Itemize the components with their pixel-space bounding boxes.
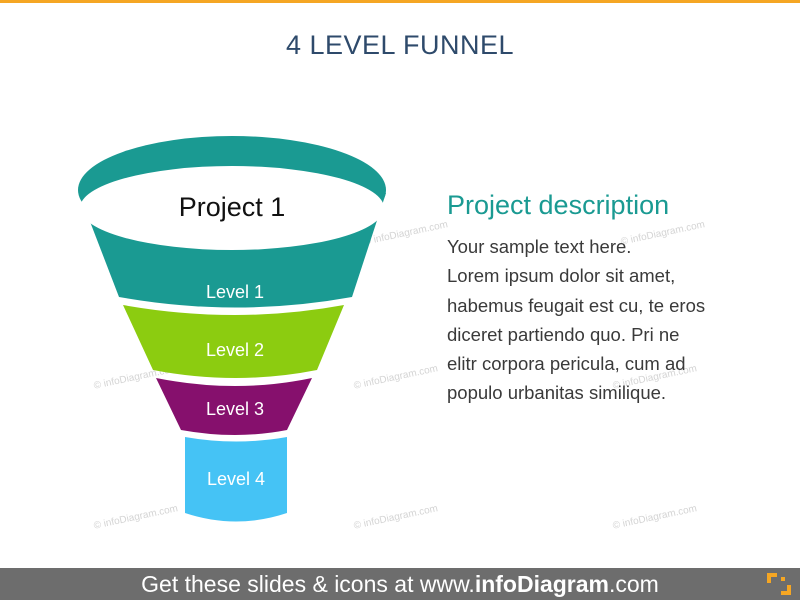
description-line: Your sample text here. (447, 236, 632, 257)
funnel-level-2 (123, 305, 344, 378)
footer-brand: infoDiagram (474, 571, 609, 597)
brand-logo-icon (767, 573, 791, 595)
funnel-top-label: Project 1 (179, 192, 286, 222)
description-line: diceret partiendo quo. Pri ne (447, 323, 680, 345)
funnel-level-2-label: Level 2 (206, 340, 264, 360)
funnel-level-3-label: Level 3 (206, 399, 264, 419)
funnel-level-4-label: Level 4 (207, 469, 265, 489)
funnel-level-1-label: Level 1 (206, 282, 264, 302)
description-line: populo urbanitas similique. (447, 382, 667, 404)
description-line: Lorem ipsum dolor sit amet, (447, 265, 676, 287)
funnel-level-3 (156, 378, 312, 435)
description-heading: Project description (447, 190, 670, 220)
footer-suffix: .com (609, 571, 659, 597)
description-line: habemus feugait est cu, te eros (447, 294, 706, 316)
funnel-diagram: Project 1 Level 1 Level 2 Level 3 Level … (78, 136, 386, 522)
funnel-level-4 (185, 437, 287, 522)
slide-title: 4 LEVEL FUNNEL (285, 30, 515, 60)
top-accent-rule (0, 0, 800, 3)
footer-text: Get these slides & icons at www.infoDiag… (0, 571, 800, 598)
description-line: elitr corpora pericula, cum ad (447, 353, 686, 375)
funnel-opening (80, 166, 384, 250)
footer-bar: Get these slides & icons at www.infoDiag… (0, 568, 800, 600)
footer-prefix: Get these slides & icons at www. (141, 571, 475, 597)
description-body: Your sample text here. Lorem ipsum dolor… (447, 232, 757, 408)
